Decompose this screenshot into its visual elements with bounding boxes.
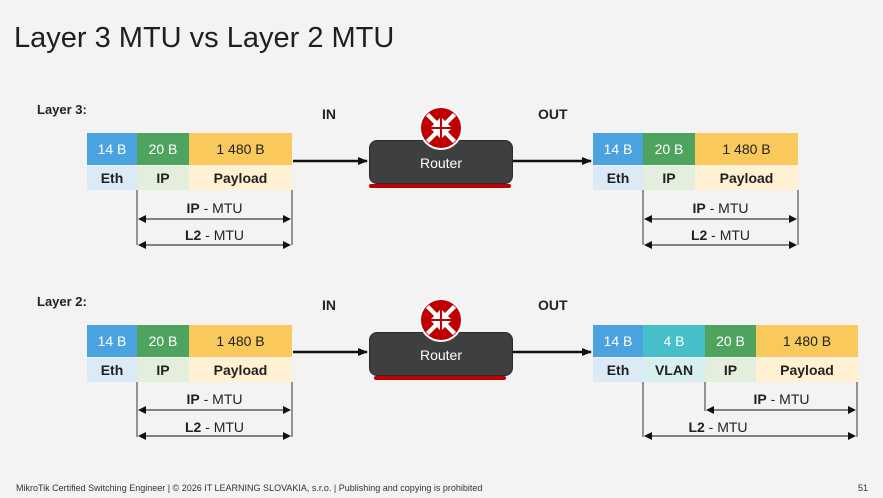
frame-payload-size: 1 480 B (189, 133, 292, 165)
layer3-out-label: OUT (538, 106, 568, 122)
frame-eth-label: Eth (593, 358, 643, 382)
layer3-in-l2-mtu: L2 - MTU (184, 227, 245, 243)
layer3-in-label: IN (322, 106, 336, 122)
page-title: Layer 3 MTU vs Layer 2 MTU (14, 22, 395, 54)
layer2-out-l2-mtu: L2 - MTU (688, 419, 748, 435)
page-number: 51 (858, 483, 869, 493)
frame-payload-label: Payload (189, 166, 292, 190)
frame-ip-label: IP (137, 358, 189, 382)
layer2-out-label: OUT (538, 297, 568, 313)
frame-vlan-label: VLAN (643, 358, 705, 382)
router-base (374, 376, 506, 380)
frame-payload-size: 1 480 B (756, 325, 858, 357)
layer2-in-ip-mtu: IP - MTU (186, 391, 243, 407)
layer2-label: Layer 2: (37, 294, 87, 309)
frame-payload-label: Payload (695, 166, 798, 190)
frame-eth-label: Eth (87, 166, 137, 190)
frame-eth-size: 14 B (87, 133, 137, 165)
layer2-router: Router (369, 332, 513, 376)
layer2-in-l2-mtu: L2 - MTU (184, 419, 245, 435)
footer-text: MikroTik Certified Switching Engineer | … (16, 483, 483, 493)
frame-eth-label: Eth (593, 166, 643, 190)
frame-eth-label: Eth (87, 358, 137, 382)
layer3-out-l2-mtu: L2 - MTU (690, 227, 751, 243)
layer3-label: Layer 3: (37, 102, 87, 117)
frame-eth-size: 14 B (87, 325, 137, 357)
frame-ip-size: 20 B (705, 325, 756, 357)
router-icon (419, 106, 463, 150)
frame-ip-size: 20 B (137, 325, 189, 357)
router-label: Router (419, 347, 463, 363)
router-base (369, 184, 511, 188)
layer2-out-ip-mtu: IP - MTU (753, 391, 810, 407)
frame-ip-size: 20 B (137, 133, 189, 165)
frame-payload-size: 1 480 B (189, 325, 292, 357)
frame-eth-size: 14 B (593, 325, 643, 357)
frame-ip-size: 20 B (643, 133, 695, 165)
layer2-in-label: IN (322, 297, 336, 313)
frame-vlan-size: 4 B (643, 325, 705, 357)
router-icon (419, 298, 463, 342)
frame-ip-label: IP (705, 358, 756, 382)
frame-ip-label: IP (137, 166, 189, 190)
router-label: Router (419, 155, 463, 171)
layer3-in-ip-mtu: IP - MTU (186, 200, 243, 216)
frame-payload-label: Payload (189, 358, 292, 382)
frame-payload-size: 1 480 B (695, 133, 798, 165)
frame-payload-label: Payload (756, 358, 858, 382)
layer3-out-ip-mtu: IP - MTU (692, 200, 749, 216)
frame-ip-label: IP (643, 166, 695, 190)
frame-eth-size: 14 B (593, 133, 643, 165)
